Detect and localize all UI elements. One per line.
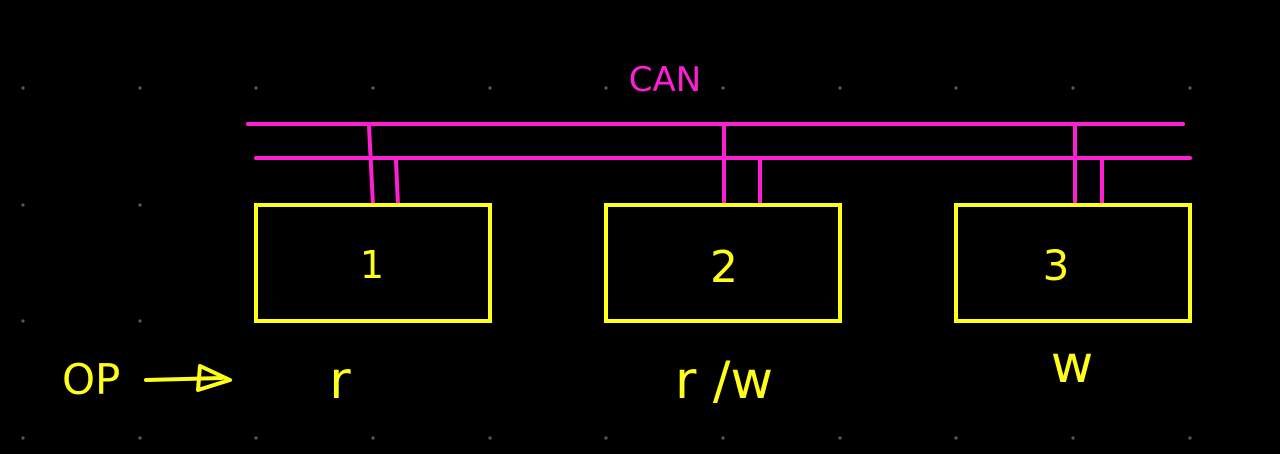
node-1: 1 xyxy=(254,125,492,323)
grid-dot xyxy=(1071,436,1075,440)
grid-dot xyxy=(21,203,25,207)
grid-dot xyxy=(604,436,608,440)
node-1-stub-high xyxy=(367,125,375,207)
node-3-box xyxy=(954,203,1192,323)
node-3: 3 xyxy=(954,126,1192,323)
node-2-id: 2 xyxy=(710,242,738,293)
op-indicator: OP xyxy=(62,355,232,404)
grid-dot xyxy=(371,436,375,440)
grid-dot xyxy=(838,86,842,90)
node-1-box xyxy=(254,203,492,323)
grid-dot xyxy=(1188,86,1192,90)
op-arrow-shaft xyxy=(144,376,224,382)
grid-dot xyxy=(488,436,492,440)
grid-dot xyxy=(604,86,608,90)
grid-dot xyxy=(371,86,375,90)
grid-dot xyxy=(21,436,25,440)
grid-dot xyxy=(138,319,142,323)
grid-dot xyxy=(1071,86,1075,90)
node-3-id: 3 xyxy=(1043,241,1070,290)
node-2-box xyxy=(604,203,842,323)
grid-dot xyxy=(838,436,842,440)
node-3-op: w xyxy=(1051,335,1094,395)
grid-dot xyxy=(721,436,725,440)
bus-label: CAN xyxy=(629,60,701,100)
grid-dot xyxy=(138,203,142,207)
can-bus xyxy=(246,122,1192,160)
grid-dot xyxy=(954,86,958,90)
node-2: 2 xyxy=(604,126,842,323)
grid-dot xyxy=(721,86,725,90)
grid-dot xyxy=(138,436,142,440)
grid-dot xyxy=(138,86,142,90)
grid-dot xyxy=(254,86,258,90)
grid-dot xyxy=(1188,436,1192,440)
op-label: OP xyxy=(62,355,120,404)
op-arrow-head-icon xyxy=(196,364,232,392)
node-1-op: r xyxy=(329,351,351,411)
node-1-id: 1 xyxy=(360,243,384,287)
node-2-op: r /w xyxy=(675,351,773,411)
grid-dot xyxy=(254,436,258,440)
grid-dot xyxy=(488,86,492,90)
grid-dot xyxy=(21,319,25,323)
grid-dot xyxy=(954,436,958,440)
grid-dot xyxy=(21,86,25,90)
node-1-stub-low xyxy=(394,159,400,207)
